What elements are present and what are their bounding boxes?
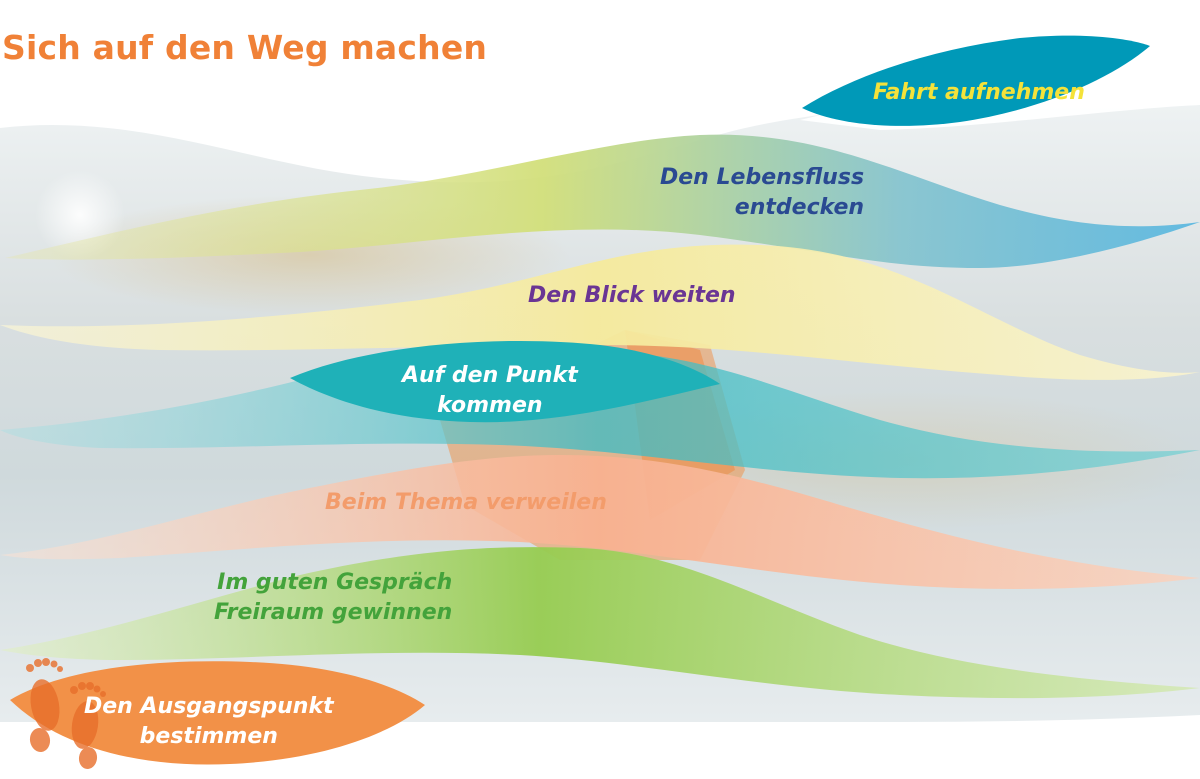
page-title: Sich auf den Weg machen bbox=[2, 28, 488, 67]
label-punkt: Auf den Punkt kommen bbox=[402, 361, 578, 421]
label-blick: Den Blick weiten bbox=[528, 281, 736, 311]
label-line: Im guten Gespräch bbox=[217, 570, 453, 595]
label-line: Den Lebensfluss bbox=[660, 165, 865, 190]
band-punkt bbox=[0, 352, 1200, 479]
band-gespraech bbox=[0, 547, 1200, 699]
label-thema: Beim Thema verweilen bbox=[325, 488, 607, 518]
label-line: Den Blick weiten bbox=[528, 283, 736, 308]
leaf-punkt bbox=[290, 340, 720, 423]
label-fahrt-aufnehmen: Fahrt aufnehmen bbox=[873, 78, 1085, 108]
label-line: Beim Thema verweilen bbox=[325, 490, 607, 515]
label-line: Den Ausgangspunkt bbox=[84, 694, 334, 719]
label-line: Freiraum gewinnen bbox=[214, 600, 453, 625]
leaf-ausgang bbox=[10, 661, 425, 765]
label-line: kommen bbox=[437, 393, 543, 418]
label-line: bestimmen bbox=[139, 724, 278, 749]
footprints-icon bbox=[26, 658, 106, 769]
band-lebensfluss bbox=[5, 134, 1200, 268]
band-thema bbox=[0, 455, 1200, 590]
band-blick bbox=[0, 244, 1200, 380]
leaf-fahrt bbox=[802, 35, 1150, 126]
label-line: Auf den Punkt bbox=[402, 363, 578, 388]
label-gespraech: Im guten Gespräch Freiraum gewinnen bbox=[214, 568, 452, 628]
label-line: entdecken bbox=[734, 195, 865, 220]
label-line: Fahrt aufnehmen bbox=[873, 80, 1085, 105]
label-ausgangspunkt: Den Ausgangspunkt bestimmen bbox=[84, 692, 334, 752]
label-lebensfluss: Den Lebensfluss entdecken bbox=[660, 163, 864, 223]
